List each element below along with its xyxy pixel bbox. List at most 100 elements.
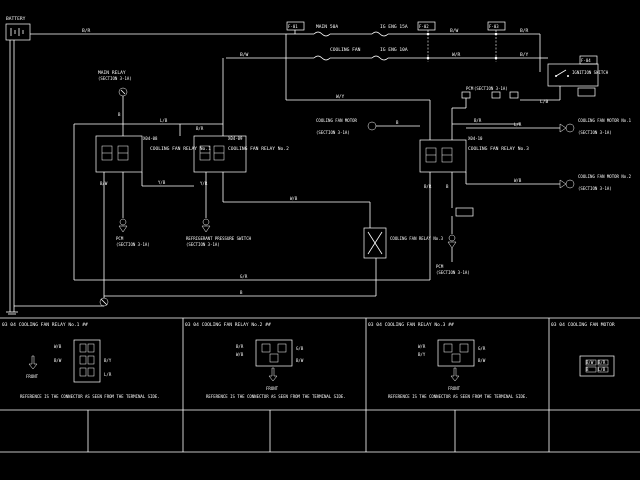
svg-text:COOLING FAN RELAY No.2: COOLING FAN RELAY No.2 [228, 146, 289, 152]
fuse-tag-2: F-02 [417, 21, 436, 31]
fan-motor-icon [559, 179, 575, 189]
svg-text:B/R: B/R [424, 184, 432, 189]
ground-icon [99, 297, 109, 307]
svg-text:W/B: W/B [514, 178, 522, 183]
pcm-ref-top: PCM [466, 86, 474, 91]
ignition-switch-box [547, 63, 599, 87]
panel-3-title: 03 04 COOLING FAN RELAY No.3 ## [368, 322, 454, 328]
svg-text:G/B: G/B [296, 346, 304, 351]
top-wire-b-w-2: B/W [240, 52, 249, 58]
svg-text:B/Y: B/Y [104, 358, 112, 363]
svg-text:W/B: W/B [236, 352, 244, 357]
svg-text:F-01: F-01 [288, 24, 298, 29]
svg-text:W/B: W/B [54, 344, 62, 349]
wire-l-b: L/B [540, 99, 549, 105]
pcm-left-label: PCM [116, 236, 124, 241]
svg-text:B/R: B/R [598, 360, 606, 365]
svg-text:Y/B: Y/B [158, 180, 166, 185]
fuse-label-1: MAIN 50A [316, 24, 338, 30]
svg-text:B/W: B/W [54, 358, 62, 363]
svg-text:B/R: B/R [196, 126, 204, 131]
panel-2-note: REFERENCE IS THE CONNECTOR AS SEEN FROM … [206, 394, 346, 399]
relay-3: X04-10 COOLING FAN RELAY No.3 [419, 136, 529, 173]
fuse-tag-1: F-01 [286, 21, 305, 31]
connector-icon [73, 339, 101, 383]
svg-text:B/R: B/R [236, 344, 244, 349]
connector-icon [118, 218, 128, 233]
svg-text:L/B: L/B [598, 367, 606, 372]
relay-icon [199, 145, 225, 161]
relay-icon [425, 147, 453, 163]
panel-1-front: FRONT [26, 374, 39, 379]
fan-motor-main-label: COOLING FAN MOTOR [316, 118, 358, 123]
fuse-tag-4: F-04 [579, 55, 598, 65]
svg-text:L/R: L/R [514, 122, 522, 127]
fuse-icon [118, 87, 128, 97]
main-relay-label: MAIN RELAY [98, 70, 126, 76]
svg-text:B: B [446, 184, 449, 189]
fan-motor-no2-ref: (SECTION 3-1A) [578, 186, 612, 191]
battery-label: BATTERY [6, 16, 26, 22]
svg-text:F-04: F-04 [581, 58, 591, 63]
main-relay-ref: (SECTION 3-1A) [98, 76, 132, 81]
svg-text:W/R: W/R [418, 344, 426, 349]
arrow-front-icon [450, 367, 460, 382]
svg-text:X04-09: X04-09 [228, 136, 243, 141]
panel-3-note: REFERENCE IS THE CONNECTOR AS SEEN FROM … [388, 394, 528, 399]
relay-1: X04-08 [95, 135, 158, 173]
panel-1-note: REFERENCE IS THE CONNECTOR AS SEEN FROM … [20, 394, 160, 399]
switch-icon [363, 227, 387, 259]
refrigerant-label: REFRIGERANT PRESSURE SWITCH [186, 236, 252, 241]
fan-motor-no2-label: COOLING FAN MOTOR No.2 [578, 174, 632, 179]
fan-motor-no1-ref: (SECTION 3-1A) [578, 130, 612, 135]
relay-1-name: COOLING FAN RELAY No.1 [150, 146, 211, 152]
fan-motor-icon [367, 121, 420, 131]
connector-icon [201, 218, 211, 233]
svg-text:L/R: L/R [104, 372, 112, 377]
pcm-ref-top-sec: (SECTION 3-1A) [474, 86, 508, 91]
refrigerant-ref: (SECTION 3-1A) [186, 242, 220, 247]
fuse-label-3: IG ENG 15A [380, 24, 408, 30]
wire-label-main: B/R [82, 28, 91, 34]
svg-text:F-03: F-03 [489, 24, 499, 29]
connector-icon [447, 234, 457, 249]
fuse-icon [371, 55, 389, 61]
fuse-icon [313, 31, 331, 37]
pcm-bottom-label: PCM [436, 264, 444, 269]
battery-icon [5, 23, 31, 41]
pcm-bottom-ref: (SECTION 3-1A) [436, 270, 470, 275]
arrow-front-icon [28, 355, 38, 370]
connector-icon [255, 339, 293, 367]
panel-1-title: 03 04 COOLING FAN RELAY No.1 ## [2, 322, 88, 328]
svg-text:B/W: B/W [586, 360, 594, 365]
svg-text:G/R: G/R [478, 346, 486, 351]
top-wire-b-y: B/Y [520, 52, 529, 58]
connector-icon [579, 355, 615, 377]
svg-text:COOLING FAN RELAY No.3: COOLING FAN RELAY No.3 [468, 146, 529, 152]
top-wire-b-w: B/W [450, 28, 459, 34]
panel-4-title: 03 04 COOLING FAN MOTOR [551, 322, 615, 328]
svg-text:B/W: B/W [296, 358, 304, 363]
top-wire-b-r: B/R [520, 28, 529, 34]
ignition-switch-label: IGNITION SWITCH [572, 70, 609, 75]
fuse-icon [313, 55, 331, 61]
svg-text:B/W: B/W [478, 358, 486, 363]
svg-text:B/R: B/R [474, 118, 482, 123]
fuse-label-2: COOLING FAN [330, 47, 361, 53]
panel-3-front: FRONT [448, 386, 461, 391]
relay-2: X04-09 COOLING FAN RELAY No.2 [193, 135, 289, 173]
svg-text:Y/R: Y/R [200, 181, 208, 186]
fan-motor-main-ref: (SECTION 3-1A) [316, 130, 350, 135]
svg-text:X04-10: X04-10 [468, 136, 483, 141]
svg-text:B: B [240, 290, 243, 295]
svg-text:L/B: L/B [160, 118, 168, 123]
fuse-tag-3: F-03 [487, 21, 506, 31]
panel-2-front: FRONT [266, 386, 279, 391]
connector-icon [437, 339, 475, 367]
top-wire-w-r: W/R [452, 52, 461, 58]
relay-icon [101, 145, 129, 161]
svg-text:F-02: F-02 [419, 24, 429, 29]
pcm-left-ref: (SECTION 3-1A) [116, 242, 150, 247]
fuse-label-4: IG ENG 10A [380, 47, 408, 53]
